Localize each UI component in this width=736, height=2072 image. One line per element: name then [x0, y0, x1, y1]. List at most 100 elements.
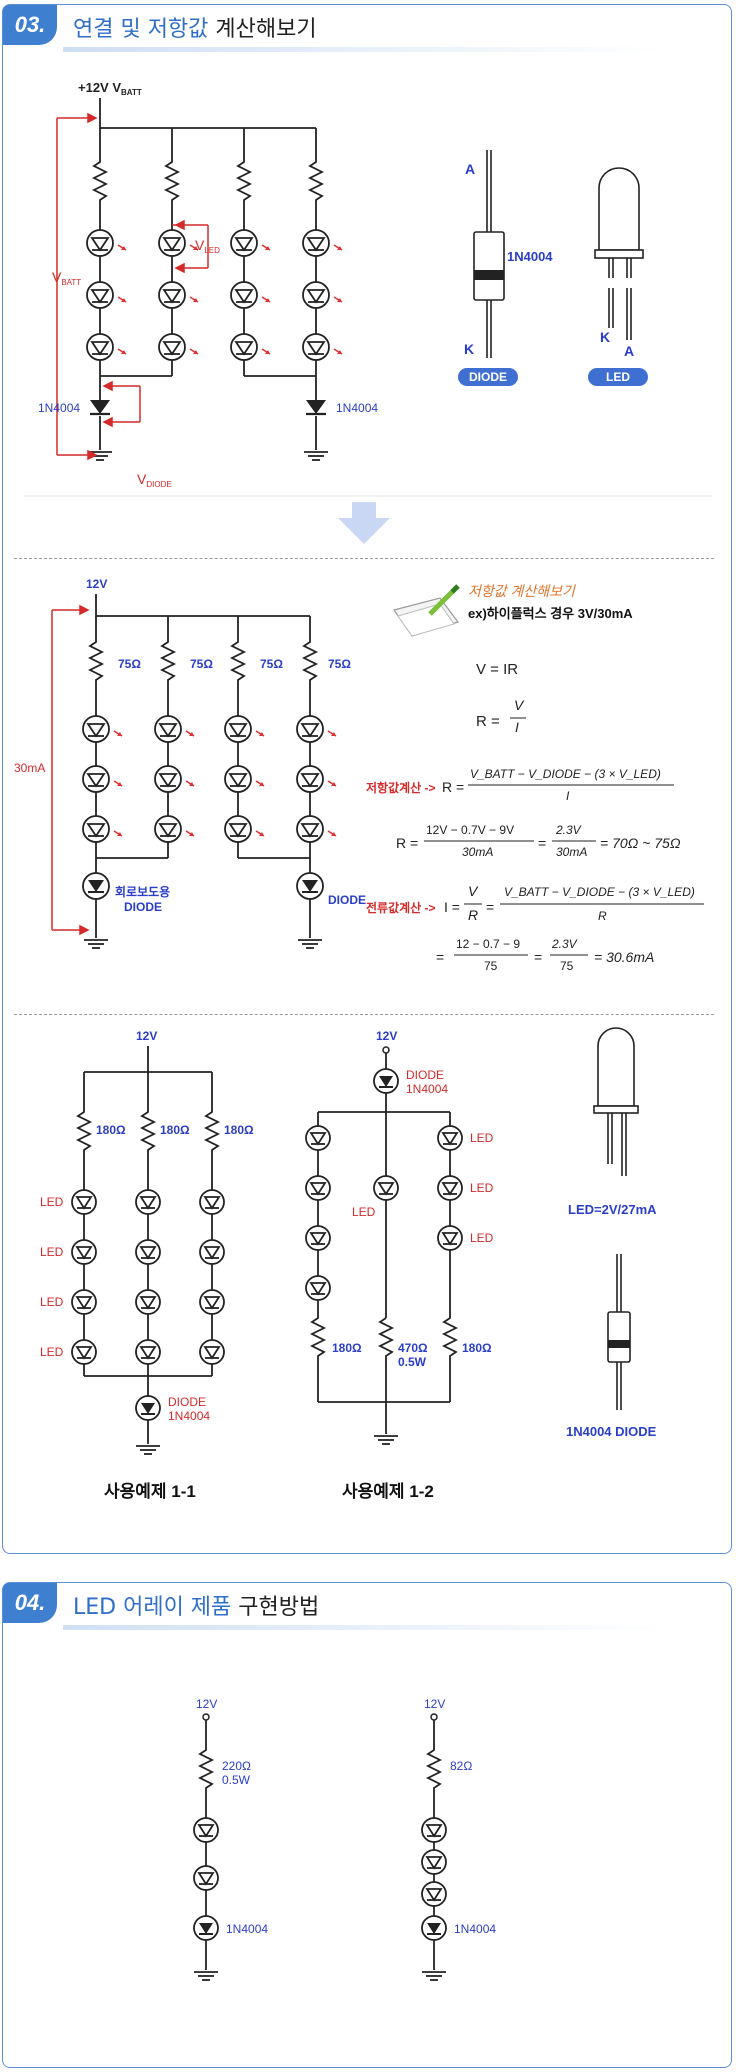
- led: [193, 1865, 219, 1891]
- ground-icon: [194, 1971, 218, 1981]
- led: [230, 229, 258, 257]
- i2-eq: =: [436, 949, 444, 965]
- i-eq2: =: [486, 899, 494, 915]
- i-denominator-2: R: [598, 909, 607, 923]
- section-title-rest: 계산해보기: [208, 17, 317, 42]
- led-label: LED: [40, 1195, 64, 1209]
- led-label: LED: [40, 1295, 64, 1309]
- led-array: [305, 1125, 463, 1301]
- led-spec: LED=2V/27mA: [568, 1202, 657, 1217]
- led-label: LED: [470, 1131, 494, 1145]
- section-number-badge: 04.: [3, 1583, 57, 1623]
- i-numerator: V: [468, 883, 479, 899]
- led: [224, 765, 252, 793]
- led: [421, 1881, 447, 1907]
- diagram-usage-examples: 12V 180Ω 180Ω 180Ω LED LED LED LED DIODE…: [40, 1027, 657, 1501]
- diode-part-label: 1N4004: [168, 1409, 210, 1423]
- led: [421, 1817, 447, 1843]
- led-component: [594, 167, 644, 340]
- diode-label-left: DIODE: [124, 900, 162, 914]
- diode-component: [473, 150, 505, 358]
- led-badge-text: LED: [606, 370, 630, 384]
- r2-numerator-2: 2.3V: [555, 823, 582, 837]
- supply-label: 12V: [136, 1029, 157, 1043]
- led: [86, 281, 114, 309]
- r2-eq: =: [538, 835, 546, 851]
- led-label: LED: [470, 1231, 494, 1245]
- led: [82, 765, 110, 793]
- notepad-pencil-icon: [393, 584, 460, 637]
- led: [296, 765, 324, 793]
- example-caption: 사용예제 1-1: [104, 1482, 196, 1501]
- resistor-value: 180Ω: [462, 1341, 492, 1355]
- resistor-value: 75Ω: [190, 657, 213, 671]
- led: [154, 815, 182, 843]
- r2-denominator: 30mA: [462, 845, 493, 859]
- section-divider: [14, 558, 714, 559]
- led: [224, 715, 252, 743]
- formula-r-den: I: [515, 719, 519, 735]
- resistor-value: 82Ω: [450, 1759, 472, 1773]
- ground-icon: [136, 1445, 160, 1455]
- led-label: LED: [470, 1181, 494, 1195]
- led: [296, 715, 324, 743]
- formula-v-ir: V = IR: [476, 661, 518, 678]
- led-badge: [588, 368, 648, 386]
- section-title-highlight: 연결 및 저항값: [73, 17, 209, 42]
- ground-icon: [374, 1435, 398, 1445]
- diode-component: [607, 1254, 631, 1410]
- led: [193, 1817, 219, 1843]
- section-number-badge: 03.: [3, 5, 57, 45]
- supply-label: 12V: [376, 1029, 397, 1043]
- r-denominator: I: [566, 789, 570, 803]
- ground-icon: [84, 939, 322, 949]
- led: [230, 281, 258, 309]
- i-denominator: R: [468, 907, 478, 923]
- led: [82, 815, 110, 843]
- led: [296, 815, 324, 843]
- section-title: LED 어레이 제품 구현방법: [73, 1589, 319, 1621]
- resistor-value: 180Ω: [224, 1123, 254, 1137]
- diode-cathode-label: K: [464, 341, 474, 357]
- resistor-watt: 0.5W: [398, 1355, 427, 1369]
- r-eq: R =: [442, 779, 464, 795]
- example-caption: 사용예제 1-2: [342, 1482, 434, 1501]
- diagram-led-array-products: 12V 220Ω 0.5W 1N4004 12V 82Ω 1N4004: [193, 1697, 496, 1981]
- formula-r-num: V: [514, 697, 525, 713]
- diode-part-label: 1N4004: [406, 1082, 448, 1096]
- diode-label-right: DIODE: [328, 893, 366, 907]
- led-anode-label: A: [624, 343, 634, 359]
- led: [158, 333, 186, 361]
- i-eq: I =: [444, 899, 460, 915]
- diode-badge: [458, 368, 518, 386]
- vdiode-label: VDIODE: [137, 471, 172, 489]
- example-text: ex)하이플럭스 경우 3V/30mA: [468, 606, 633, 621]
- formula-r-lhs: R =: [476, 713, 500, 730]
- protect-label: 회로보도용: [115, 884, 170, 899]
- led: [302, 333, 330, 361]
- resistor-value: 180Ω: [332, 1341, 362, 1355]
- resistor-watt: 0.5W: [222, 1773, 251, 1787]
- down-arrow-icon: [338, 502, 390, 544]
- supply-label: +12V VBATT: [78, 80, 142, 97]
- led: [86, 229, 114, 257]
- i2-result: = 30.6mA: [594, 949, 654, 965]
- i2-numerator-2: 2.3V: [551, 937, 578, 951]
- led: [154, 765, 182, 793]
- section-title-rest: 구현방법: [231, 1595, 320, 1620]
- section-title-underline: [63, 1625, 663, 1630]
- diode-label-left: 1N4004: [38, 401, 80, 415]
- led-label: LED: [352, 1205, 376, 1219]
- led: [154, 715, 182, 743]
- current-label: 30mA: [14, 761, 45, 775]
- i2-numerator: 12 − 0.7 − 9: [456, 937, 520, 951]
- resistor-1: [93, 155, 107, 207]
- diode-symbol: [304, 398, 328, 416]
- diagram-led-diode-connection: +12V VBATT: [24, 80, 712, 497]
- r2-denominator-2: 30mA: [556, 845, 587, 859]
- r2-lhs: R =: [396, 835, 418, 851]
- resistor-value: 75Ω: [118, 657, 141, 671]
- led-label: LED: [40, 1245, 64, 1259]
- r2-result: = 70Ω ~ 75Ω: [600, 835, 681, 851]
- diode-label: 1N4004: [454, 1922, 496, 1936]
